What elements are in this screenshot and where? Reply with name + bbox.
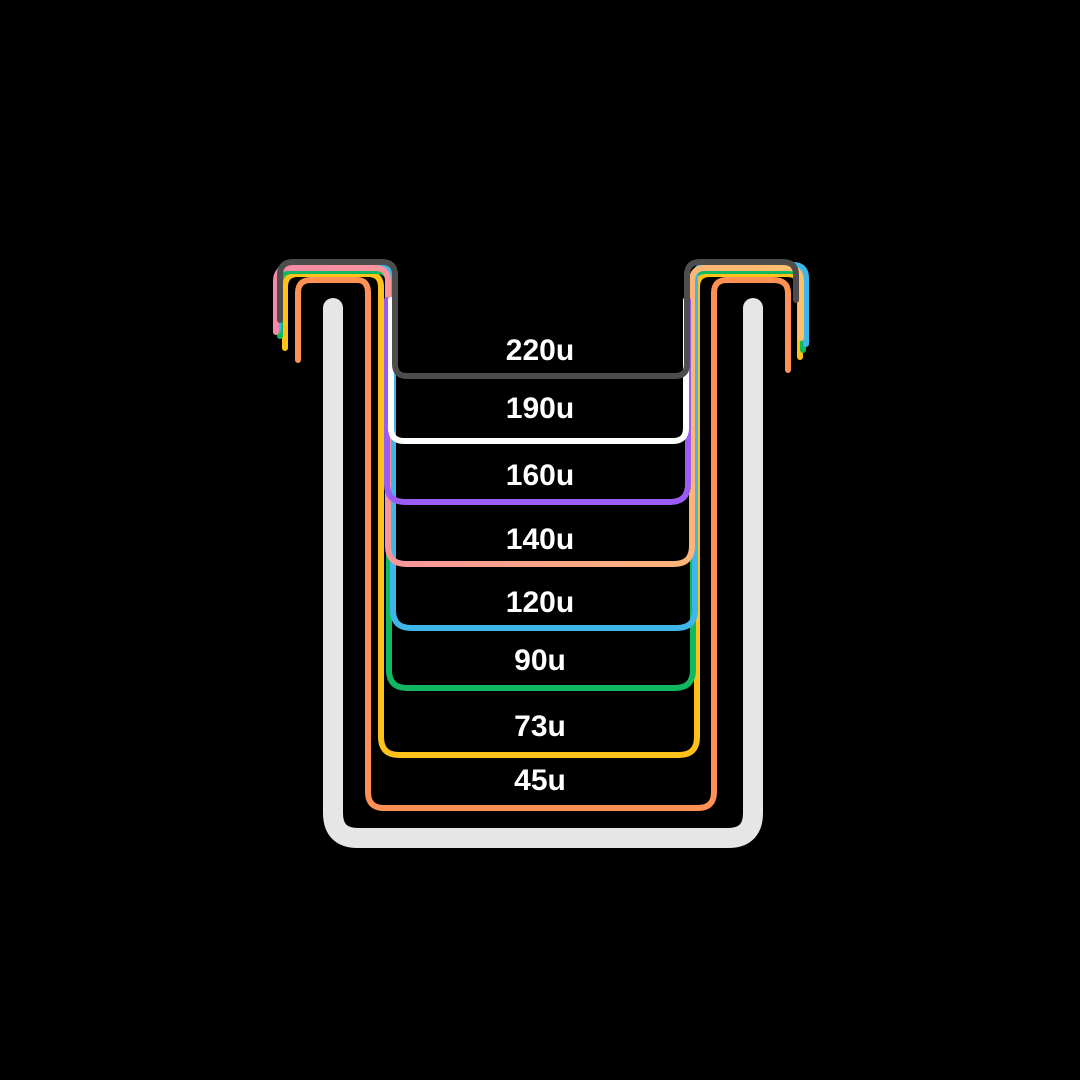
level-160-outline bbox=[384, 297, 691, 505]
level-label-45: 45u bbox=[514, 764, 566, 797]
level-label-220: 220u bbox=[506, 334, 574, 367]
level-140-outline bbox=[273, 265, 804, 567]
level-220-outline bbox=[277, 259, 799, 379]
level-label-120: 120u bbox=[506, 586, 574, 619]
level-label-73: 73u bbox=[514, 710, 566, 743]
level-190-outline bbox=[388, 297, 689, 444]
level-120-outline bbox=[275, 262, 809, 631]
level-45-outline bbox=[295, 277, 791, 811]
level-label-140: 140u bbox=[506, 523, 574, 556]
level-label-90: 90u bbox=[514, 644, 566, 677]
level-label-160: 160u bbox=[506, 459, 574, 492]
level-label-190: 190u bbox=[506, 392, 574, 425]
container-vessel bbox=[323, 298, 763, 848]
